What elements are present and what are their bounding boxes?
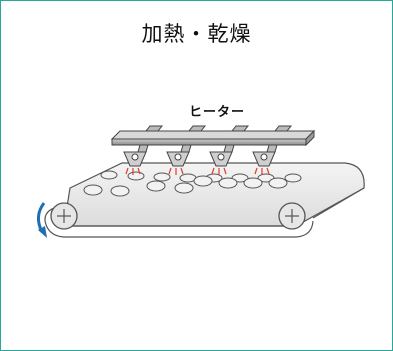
panel-title: 加熱・乾燥 xyxy=(141,22,252,46)
heater-label: ヒーター xyxy=(189,105,246,120)
items-back-row xyxy=(100,170,302,183)
heater-unit xyxy=(166,125,207,167)
items-front-row xyxy=(83,175,288,197)
roller-right xyxy=(278,202,306,230)
roller-left xyxy=(50,202,78,230)
heater-unit xyxy=(123,125,164,167)
heater-assembly xyxy=(110,125,316,167)
belt-lower-loop xyxy=(44,205,314,238)
heater-rail xyxy=(110,130,316,140)
belt-right-edge xyxy=(312,187,365,219)
conveyor-belt xyxy=(44,162,365,238)
heater-unit xyxy=(252,125,293,167)
rotation-arrow-icon xyxy=(37,202,47,238)
heater-unit xyxy=(209,125,250,167)
heat-rays xyxy=(125,167,270,175)
